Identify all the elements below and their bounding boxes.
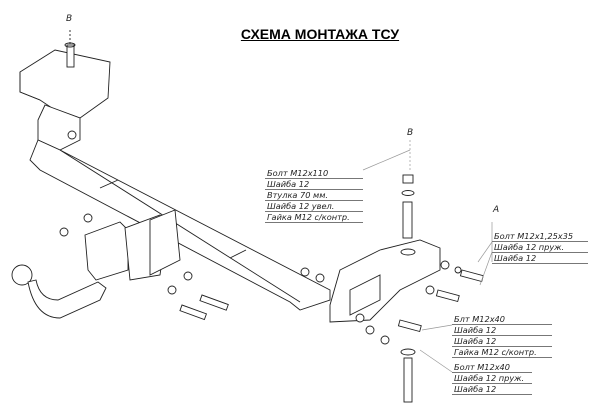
callout-item: Шайба 12	[452, 384, 532, 395]
left-mount-plate	[19, 49, 111, 119]
diagram-title: СХЕМА МОНТАЖА ТСУ	[240, 26, 400, 42]
callout-item: Шайба 12 пруж.	[492, 242, 588, 253]
callout-item: Шайба 12 увел.	[265, 201, 363, 212]
main-beam	[29, 139, 331, 311]
callout-item: Шайба 12	[265, 179, 363, 190]
callout-item: Блт М12х40	[452, 314, 552, 325]
callout-bottom: Болт М12х40 Шайба 12 пруж. Шайба 12	[452, 362, 532, 395]
right-mount-plate	[329, 239, 441, 323]
callout-item: Шайба 12	[492, 253, 588, 264]
callout-item: Гайка М12 с/контр.	[265, 212, 363, 223]
callout-item: Шайба 12 пруж.	[452, 373, 532, 384]
callout-item: Болт М12х110	[265, 168, 363, 179]
callout-item: Шайба 12	[452, 325, 552, 336]
top-bolt	[66, 44, 75, 68]
callout-item: Втулка 70 мм.	[265, 190, 363, 201]
callout-item: Болт М12х40	[452, 362, 532, 373]
callout-central: Болт М12х110 Шайба 12 Втулка 70 мм. Шайб…	[265, 168, 363, 223]
ball-neck	[27, 279, 107, 319]
callout-item: Болт М12х1,25х35	[492, 231, 588, 242]
tow-ball	[11, 264, 33, 286]
fasteners	[59, 130, 484, 403]
leader-lines	[362, 140, 493, 373]
view-mark-b-top: В	[66, 14, 73, 24]
ball-mount-bracket	[84, 221, 129, 281]
callout-item: Гайка М12 с/контр.	[452, 347, 552, 358]
view-mark-a: А	[493, 205, 500, 215]
callout-item: Шайба 12	[452, 336, 552, 347]
callout-side-a: Болт М12х1,25х35 Шайба 12 пруж. Шайба 12	[492, 231, 588, 264]
callout-bracket: Блт М12х40 Шайба 12 Шайба 12 Гайка М12 с…	[452, 314, 552, 358]
view-mark-b-right: В	[407, 128, 414, 138]
